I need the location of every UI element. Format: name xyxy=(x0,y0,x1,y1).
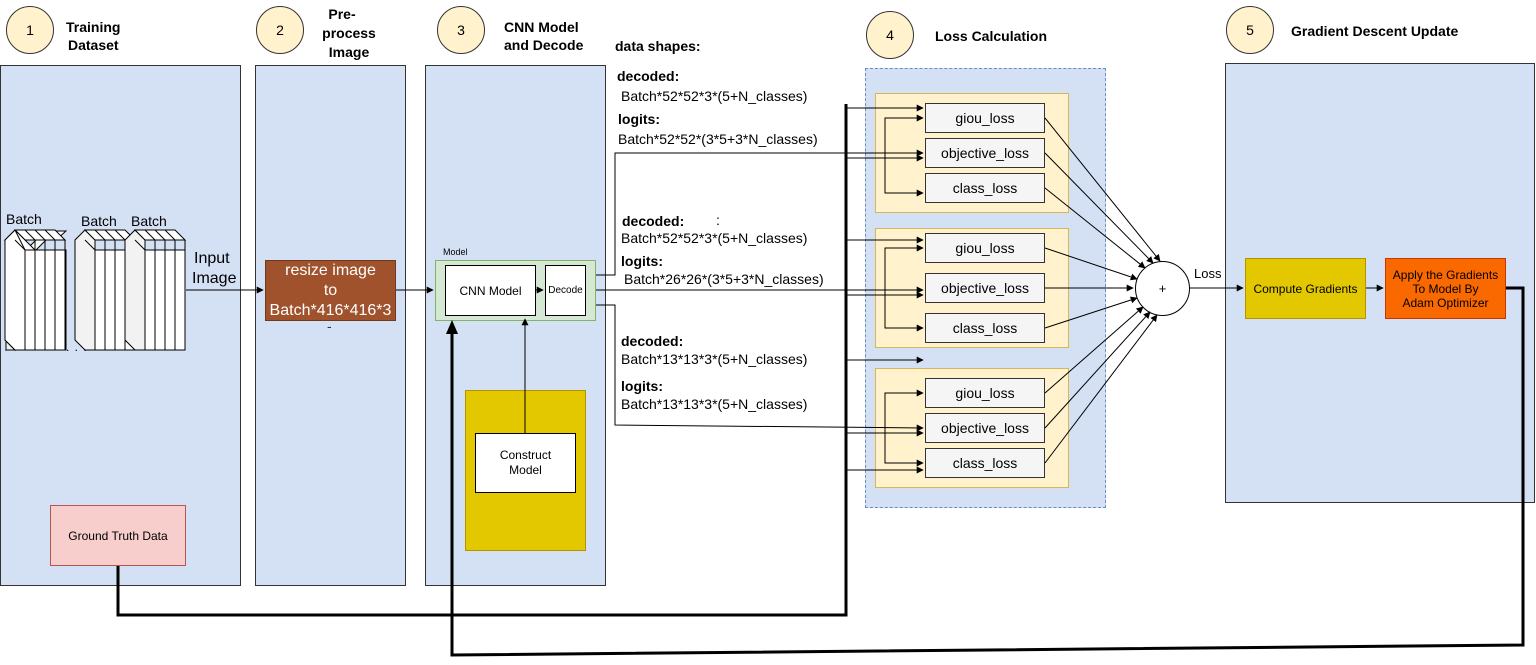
shape-3-logits-label: logits: xyxy=(621,378,663,394)
shape-2-decoded-label: decoded: xyxy=(622,213,685,229)
step-2-title-line1: Pre- xyxy=(328,6,356,22)
class-loss-box-3: class_loss xyxy=(925,448,1045,478)
shape-1-logits-label: logits: xyxy=(618,111,660,127)
resize-line2: to xyxy=(323,281,338,299)
step-1-circle: 1 xyxy=(6,6,54,54)
apply-gradients-box: Apply the Gradients To Model By Adam Opt… xyxy=(1385,258,1506,319)
giou-loss-box-1: giou_loss xyxy=(925,103,1045,133)
decode-box: Decode xyxy=(545,265,586,316)
objective-loss-box-3: objective_loss xyxy=(925,413,1045,443)
objective-loss-box-2: objective_loss xyxy=(925,273,1045,303)
giou-loss-box-2: giou_loss xyxy=(925,233,1045,263)
shape-3-logits-value: Batch*13*13*3*(5+N_classes) xyxy=(621,396,808,412)
step-1-title-line2: Dataset xyxy=(68,37,119,53)
input-image-label: Input Image xyxy=(192,249,236,289)
apply-line1: Apply the Gradients xyxy=(1392,267,1499,282)
resize-line1: resize image xyxy=(285,261,376,279)
class-loss-box-2: class_loss xyxy=(925,313,1045,343)
apply-line3: Adam Optimizer xyxy=(1402,295,1489,310)
ground-truth-data: Ground Truth Data xyxy=(50,505,186,566)
step-2-title-line3: Image xyxy=(328,44,370,60)
shape-2-logits-label: logits: xyxy=(621,253,663,269)
step-2-title-line2: process xyxy=(322,25,376,41)
shape-1-logits-value: Batch*52*52*(3*5+3*N_classes) xyxy=(618,131,818,147)
batch-label-2: Batch xyxy=(81,213,117,229)
step-4-title: Loss Calculation xyxy=(935,28,1048,44)
shape-1-decoded-value: Batch*52*52*3*(5+N_classes) xyxy=(621,88,808,104)
resize-dash: - xyxy=(327,318,332,334)
construct-line2: Model xyxy=(509,463,542,477)
objective-loss-box-1: objective_loss xyxy=(925,138,1045,168)
step-5-circle: 5 xyxy=(1226,6,1274,54)
batch-label-1: Batch xyxy=(6,211,42,227)
construct-line1: Construct xyxy=(499,448,552,462)
model-container-label: Model xyxy=(443,247,468,257)
apply-line2: To Model By xyxy=(1412,281,1479,296)
compute-gradients-box: Compute Gradients xyxy=(1245,258,1366,319)
input-image-line2: Image xyxy=(192,270,237,287)
batch-label-3: Batch xyxy=(131,213,167,229)
input-image-line1: Input xyxy=(194,250,230,267)
giou-loss-box-3: giou_loss xyxy=(925,378,1045,408)
shape-2-logits-value: Batch*26*26*(3*5+3*N_classes) xyxy=(624,271,824,287)
batch-stack-1 xyxy=(5,230,67,352)
step-1-title: Training Dataset xyxy=(66,18,120,54)
sum-node: + xyxy=(1135,261,1190,316)
class-loss-box-1: class_loss xyxy=(925,173,1045,203)
step-1-title-line1: Training xyxy=(66,19,121,35)
shape-2-decoded-extra: : xyxy=(716,212,720,228)
shape-1-decoded-label: decoded: xyxy=(617,68,680,84)
step-2-title: Pre- process Image xyxy=(314,2,384,64)
data-shapes-header: data shapes: xyxy=(615,38,701,54)
step-2-circle: 2 xyxy=(256,6,304,54)
step-3-title-line1: CNN Model xyxy=(504,19,579,35)
batch-stack-1-drawing xyxy=(5,230,67,352)
step-3-title: CNN Model and Decode xyxy=(504,18,583,54)
loss-output-label: Loss xyxy=(1194,266,1222,281)
shape-3-decoded-value: Batch*13*13*3*(5+N_classes) xyxy=(621,351,808,367)
resize-image-box: resize image to Batch*416*416*3 xyxy=(265,260,396,321)
shape-3-decoded-label: decoded: xyxy=(621,333,684,349)
construct-model-box: Construct Model xyxy=(475,433,576,493)
step-3-circle: 3 xyxy=(437,6,485,54)
step-4-circle: 4 xyxy=(866,11,914,59)
shape-2-decoded-value: Batch*52*52*3*(5+N_classes) xyxy=(621,230,808,246)
step-5-title: Gradient Descent Update xyxy=(1291,23,1459,39)
cnn-model-box: CNN Model xyxy=(445,265,536,316)
batch-ellipsis: . . . xyxy=(66,340,88,354)
step-3-title-line2: and Decode xyxy=(504,37,584,53)
